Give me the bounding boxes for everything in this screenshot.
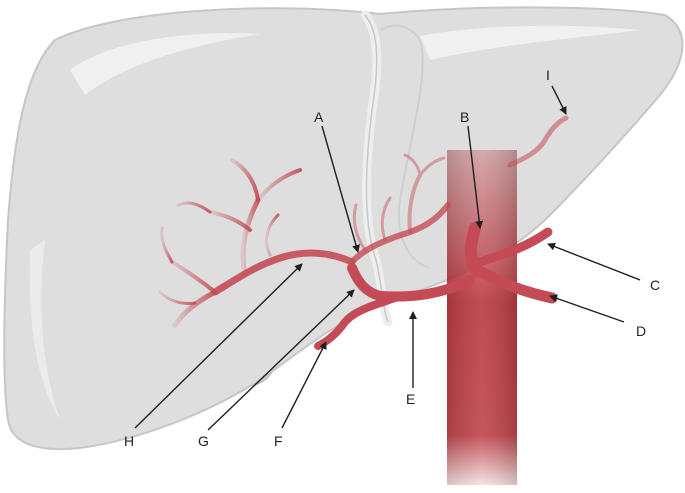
vessel-d xyxy=(476,266,558,304)
arrow-b xyxy=(467,125,484,229)
label-a: A xyxy=(314,109,324,125)
vessel-e xyxy=(347,263,475,302)
arrow-a xyxy=(321,125,360,253)
liver-highlight-left xyxy=(70,33,260,95)
label-g: G xyxy=(198,433,209,449)
liver-shape xyxy=(3,6,684,451)
arrow-c xyxy=(547,242,641,281)
arrow-d xyxy=(549,294,625,323)
label-e: E xyxy=(406,391,415,407)
vessel-i xyxy=(507,115,569,168)
label-h: H xyxy=(124,433,134,449)
label-f: F xyxy=(274,433,283,449)
label-arrows xyxy=(134,85,641,431)
label-b: B xyxy=(460,109,469,125)
label-d: D xyxy=(636,323,646,339)
label-c: C xyxy=(650,277,660,293)
right-branch-tree xyxy=(352,153,446,252)
arrow-g xyxy=(207,289,355,431)
aorta-shading xyxy=(447,150,517,485)
arrow-i xyxy=(551,85,567,115)
arrow-h xyxy=(134,263,303,429)
vessel-f xyxy=(314,294,399,350)
vessel-b-trunk xyxy=(464,222,484,278)
falciform-ligament-edge xyxy=(364,14,389,323)
vessel-h xyxy=(211,249,356,296)
liver-highlight-lower xyxy=(29,240,60,420)
arrow-f xyxy=(281,341,327,429)
liver-highlight-right xyxy=(420,25,640,61)
lobe-division-curve xyxy=(379,24,431,269)
vessel-a xyxy=(349,202,451,265)
label-i: I xyxy=(546,67,550,83)
left-branch-tree xyxy=(158,158,302,328)
vessel-c xyxy=(475,227,553,267)
